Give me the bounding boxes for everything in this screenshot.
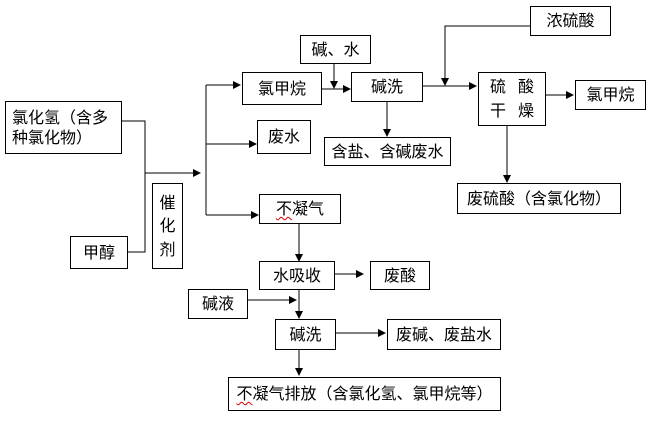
node-alkali-water: 碱、水 [300, 35, 371, 64]
node-concentrated-sulfuric-acid: 浓硫酸 [530, 6, 611, 36]
node-alkali-wash-2-label: 碱洗 [289, 324, 322, 344]
node-hydrogen-chloride-line2: 种氯化物） [12, 127, 93, 147]
node-waste-sulfuric-acid-label: 废硫酸（含氯化物） [466, 188, 611, 208]
node-sulfuric-acid-drying-char: 硫 [489, 77, 506, 96]
node-noncondensable-vent-label: 不凝气排放（含氯化氢、氯甲烷等） [236, 384, 492, 404]
node-noncondensable-gas: 不凝气 [259, 194, 341, 224]
node-alkali-wash-1: 碱洗 [351, 72, 423, 102]
node-salt-alkali-wastewater-label: 含盐、含碱废水 [331, 141, 444, 161]
node-alkali-liquid: 碱液 [188, 289, 248, 319]
node-catalyst-char: 催 [159, 193, 176, 213]
node-hydrogen-chloride: 氯化氢（含多 种氯化物） [5, 101, 122, 154]
node-noncondensable-gas-label: 不凝气 [276, 199, 324, 219]
edge-methanol-to-mixer [127, 173, 146, 253]
spellcheck-squiggle: 不 [236, 384, 253, 403]
node-sulfuric-acid-drying-char: 酸 [518, 77, 535, 96]
node-chloromethane-product-label: 氯甲烷 [586, 85, 635, 104]
node-catalyst-char: 剂 [159, 239, 176, 259]
node-methanol-label: 甲醇 [82, 242, 115, 262]
node-alkali-liquid-label: 碱液 [201, 294, 234, 313]
node-concentrated-sulfuric-acid-label: 浓硫酸 [546, 11, 595, 30]
node-wastewater-label: 废水 [267, 127, 300, 146]
node-catalyst: 催 化 剂 [152, 183, 183, 269]
node-methanol: 甲醇 [70, 236, 128, 269]
node-noncondensable-vent: 不凝气排放（含氯化氢、氯甲烷等） [228, 377, 501, 411]
node-water-absorption-label: 水吸收 [272, 265, 321, 285]
label-rest: 凝气 [292, 199, 325, 218]
node-catalyst-char: 化 [159, 216, 176, 236]
node-waste-sulfuric-acid: 废硫酸（含氯化物） [457, 183, 621, 214]
label-rest: 凝气排放（含氯化氢、氯甲烷等） [252, 384, 493, 403]
node-alkali-wash-2: 碱洗 [275, 319, 336, 350]
node-chloromethane: 氯甲烷 [242, 72, 322, 105]
spellcheck-squiggle: 不 [275, 199, 292, 218]
node-salt-alkali-wastewater: 含盐、含碱废水 [324, 137, 451, 166]
node-chloromethane-product: 氯甲烷 [575, 80, 646, 110]
node-wastewater: 废水 [257, 120, 311, 154]
node-sulfuric-acid-drying-char: 燥 [518, 101, 535, 120]
node-hydrogen-chloride-line1: 氯化氢（含多 [12, 107, 109, 127]
node-waste-acid: 废酸 [370, 261, 430, 290]
node-waste-acid-label: 废酸 [383, 265, 416, 285]
node-sulfuric-acid-drying-char: 干 [489, 101, 506, 120]
node-sulfuric-acid-drying-grid: 硫 酸 干 燥 [490, 77, 534, 121]
node-alkali-wash-1-label: 碱洗 [370, 77, 403, 96]
node-sulfuric-acid-drying: 硫 酸 干 燥 [478, 72, 546, 126]
node-waste-alkali-brine-label: 废碱、废盐水 [395, 324, 492, 344]
node-waste-alkali-brine: 废碱、废盐水 [387, 319, 501, 350]
node-alkali-water-label: 碱、水 [311, 39, 360, 59]
node-water-absorption: 水吸收 [259, 261, 335, 290]
edge-concsulfuric-to-dry [441, 25, 530, 86]
edge-hcl-to-mixer [121, 120, 146, 173]
node-chloromethane-label: 氯甲烷 [257, 78, 306, 98]
